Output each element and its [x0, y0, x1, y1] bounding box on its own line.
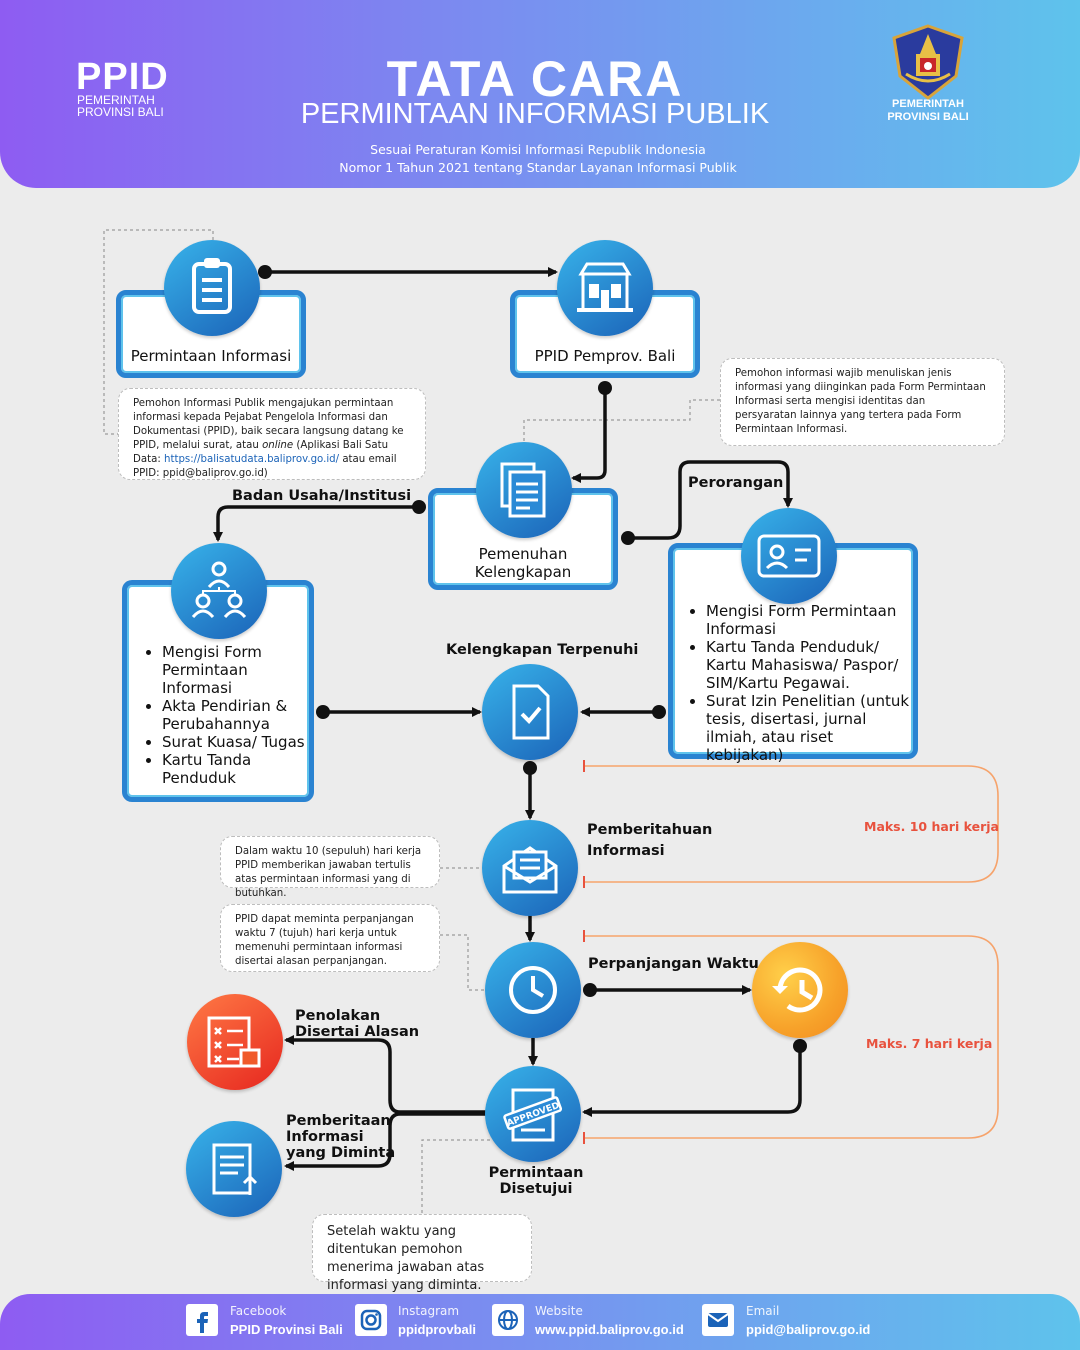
pemberian-line-2: Informasi: [286, 1129, 364, 1145]
branch-badan-usaha: Badan Usaha/Institusi: [232, 488, 412, 504]
list-item: Akta Pendirian & Perubahannya: [162, 697, 310, 733]
emblem-label-line-1: PEMERINTAH: [892, 98, 964, 110]
emblem-label: PEMERINTAH PROVINSI BALI: [870, 98, 986, 124]
document-upload-icon: [186, 1121, 282, 1217]
clock-icon: [485, 942, 581, 1038]
pemberian-label: Pemberitaan Informasi yang Diminta: [286, 1113, 395, 1161]
step-pemenuhan-label: Pemenuhan Kelengkapan: [428, 545, 618, 581]
disetujui-line-1: Permintaan: [488, 1165, 584, 1181]
list-item: Kartu Tanda Penduduk: [162, 751, 310, 787]
disetujui-label: Permintaan Disetujui: [470, 1165, 602, 1197]
badan-requirements-list: Mengisi Form Permintaan Informasi Akta P…: [142, 643, 310, 787]
regulation-line-1: Sesuai Peraturan Komisi Informasi Republ…: [370, 142, 706, 157]
email-link[interactable]: ppid@baliprov.go.id: [746, 1322, 871, 1337]
list-item: Surat Kuasa/ Tugas: [162, 733, 310, 751]
step-ppid-label: PPID Pemprov. Bali: [534, 347, 676, 365]
penolakan-label: Penolakan Disertai Alasan: [295, 1008, 419, 1040]
note-sepuluh-hari: Dalam waktu 10 (sepuluh) hari kerja PPID…: [220, 836, 440, 899]
pemberitahuan-label: Pemberitahuan Informasi: [587, 820, 712, 862]
approved-stamp-icon: APPROVED: [485, 1066, 581, 1162]
instagram-link[interactable]: ppidprovbali: [398, 1322, 476, 1337]
note-permintaan-text: Pemohon Informasi Publik mengajukan perm…: [133, 398, 404, 451]
clipboard-icon: [164, 240, 260, 336]
brand-sub-line-1: PEMERINTAH: [77, 93, 155, 107]
perorangan-requirements-list: Mengisi Form Permintaan Informasi Kartu …: [686, 602, 910, 764]
pemberitahuan-line-1: Pemberitahuan: [587, 822, 713, 838]
disetujui-line-2: Disetujui: [499, 1181, 573, 1197]
document-check-icon: [482, 664, 578, 760]
note-permintaan-mid: (Aplikasi Bali Satu Data:: [133, 440, 389, 465]
regulation-line-2: Nomor 1 Tahun 2021 tentang Standar Layan…: [339, 160, 737, 175]
page-subtitle: PERMINTAAN INFORMASI PUBLIK: [300, 98, 770, 130]
instagram-label: Instagram: [398, 1304, 460, 1318]
note-permintaan-online: online: [262, 440, 294, 451]
documents-icon: [476, 442, 572, 538]
step-pemenuhan-line-2: Kelengkapan: [474, 563, 572, 581]
brand-logo-text: PPID: [76, 56, 169, 98]
rejected-form-icon: [187, 994, 283, 1090]
penolakan-line-1: Penolakan: [295, 1008, 381, 1024]
note-permintaan: Pemohon Informasi Publik mengajukan perm…: [118, 388, 426, 480]
bali-satu-data-link[interactable]: https://balisatudata.baliprov.go.id/: [164, 454, 340, 465]
note-pemohon: Pemohon informasi wajib menuliskan jenis…: [720, 358, 1005, 446]
penolakan-line-2: Disertai Alasan: [295, 1024, 420, 1040]
facebook-icon[interactable]: [186, 1304, 218, 1336]
facebook-label: Facebook: [230, 1304, 287, 1318]
website-label: Website: [535, 1304, 583, 1318]
pemberian-line-3: yang Diminta: [286, 1145, 396, 1161]
page-title: TATA CARA: [386, 51, 684, 107]
list-item: Mengisi Form Permintaan Informasi: [162, 643, 310, 697]
globe-icon[interactable]: [492, 1304, 524, 1336]
instagram-icon[interactable]: [355, 1304, 387, 1336]
header-banner: PPID PEMERINTAH PROVINSI BALI TATA CARA …: [0, 0, 1080, 188]
step-permintaan-label: Permintaan Informasi: [130, 347, 292, 365]
email-label: Email: [746, 1304, 780, 1318]
email-icon[interactable]: [702, 1304, 734, 1336]
note-permintaan-email: atau email PPID: ppid@baliprov.go.id): [133, 454, 397, 479]
list-item: Mengisi Form Permintaan Informasi: [706, 602, 910, 638]
pemberitahuan-line-2: Informasi: [587, 843, 665, 859]
emblem-label-line-2: PROVINSI BALI: [887, 111, 969, 123]
brand-sub-line-2: PROVINSI BALI: [77, 105, 164, 119]
building-icon: [557, 240, 653, 336]
note-setelah: Setelah waktu yang ditentukan pemohon me…: [312, 1214, 532, 1293]
footer-contacts: Facebook PPID Provinsi Bali Instagram pp…: [0, 1294, 1080, 1350]
pemberian-line-1: Pemberitaan: [286, 1113, 391, 1129]
envelope-icon: [482, 820, 578, 916]
list-item: Kartu Tanda Penduduk/ Kartu Mahasiswa/ P…: [706, 638, 910, 692]
facebook-link[interactable]: PPID Provinsi Bali: [230, 1322, 343, 1337]
people-hierarchy-icon: [171, 543, 267, 639]
perpanjangan-label: Perpanjangan Waktu: [588, 956, 759, 972]
step-pemenuhan-line-1: Pemenuhan: [478, 545, 568, 563]
website-link[interactable]: www.ppid.baliprov.go.id: [535, 1322, 684, 1337]
brand-subtitle: PEMERINTAH PROVINSI BALI: [77, 94, 164, 118]
kelengkapan-terpenuhi-label: Kelengkapan Terpenuhi: [446, 642, 639, 658]
deadline-10-days: Maks. 10 hari kerja: [864, 819, 999, 834]
note-tujuh-hari: PPID dapat meminta perpanjangan waktu 7 …: [220, 904, 440, 972]
branch-perorangan: Perorangan: [688, 475, 784, 491]
id-card-icon: [741, 508, 837, 604]
bali-emblem-icon: [892, 24, 964, 100]
history-icon: [752, 942, 848, 1038]
deadline-7-days: Maks. 7 hari kerja: [866, 1036, 993, 1051]
list-item: Surat Izin Penelitian (untuk tesis, dise…: [706, 692, 910, 764]
